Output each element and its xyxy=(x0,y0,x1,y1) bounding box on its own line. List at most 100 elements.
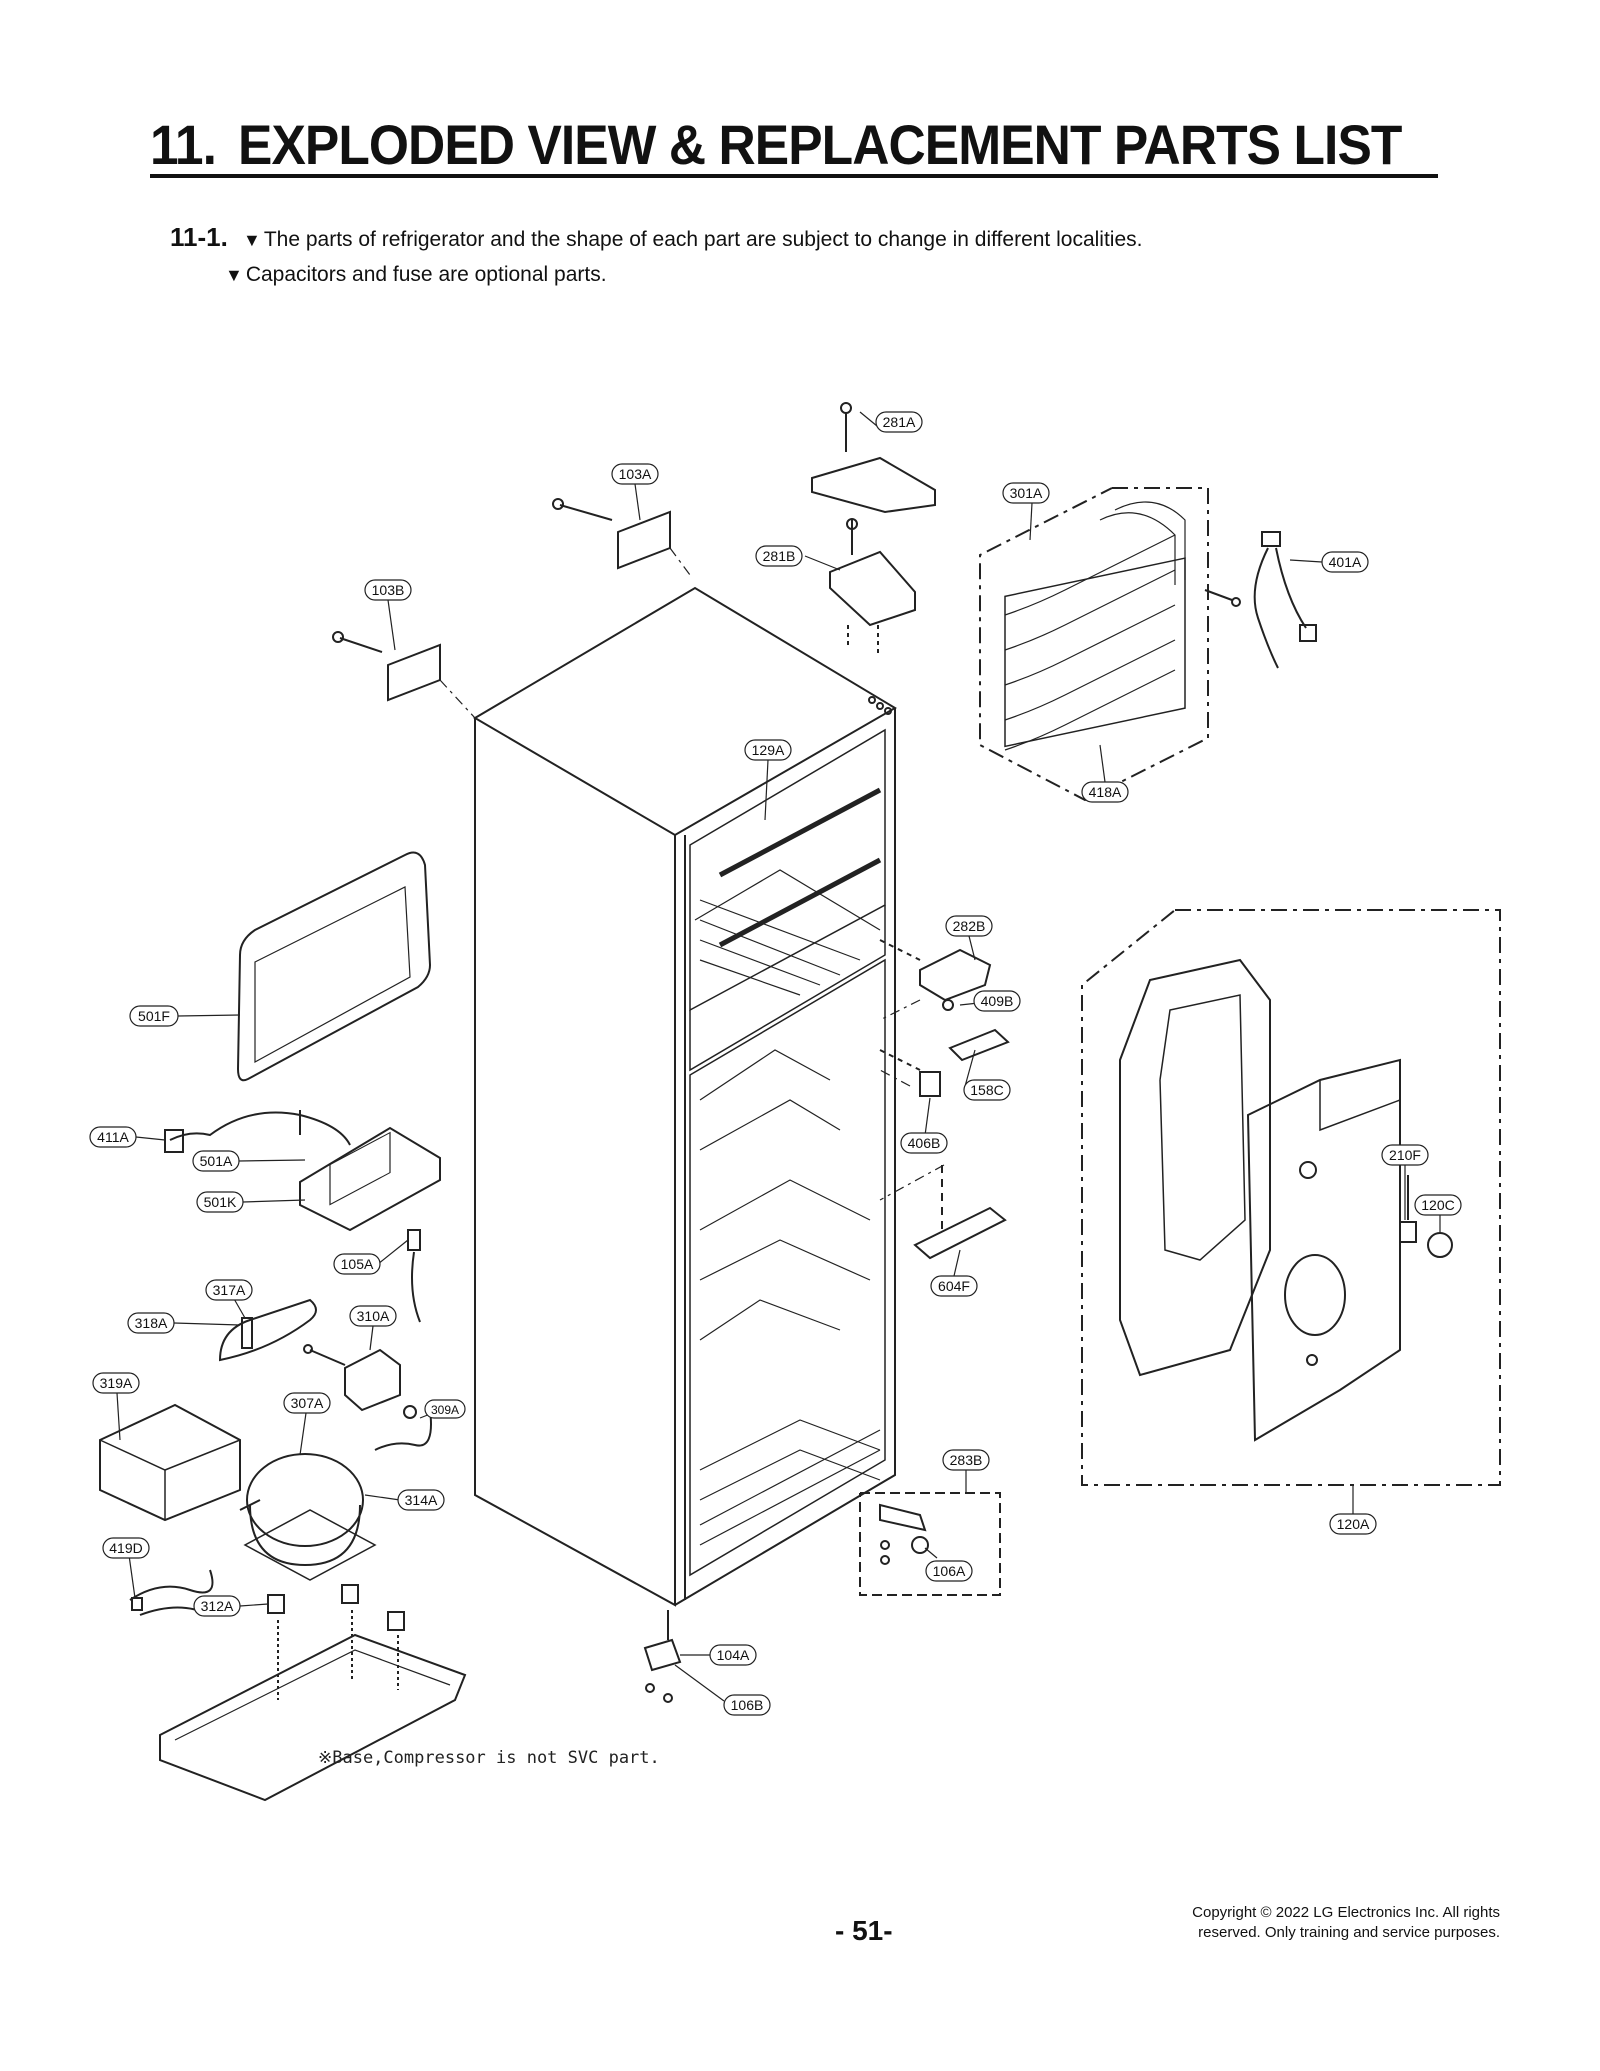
part-282b-shape xyxy=(879,939,992,1071)
callout-281a: 281A xyxy=(875,411,923,433)
callout-314a: 314A xyxy=(397,1489,445,1511)
callout-301a: 301A xyxy=(1002,482,1050,504)
svg-text:309A: 309A xyxy=(431,1403,459,1417)
callout-120a: 120A xyxy=(1329,1513,1377,1535)
callout-411a: 411A xyxy=(89,1126,137,1148)
copyright-line-1: Copyright © 2022 LG Electronics Inc. All… xyxy=(1192,1904,1500,1921)
svg-text:283B: 283B xyxy=(950,1452,983,1468)
callout-319a: 319A xyxy=(92,1372,140,1394)
note-text-1: The parts of refrigerator and the shape … xyxy=(263,228,1143,251)
part-318a-shape xyxy=(218,1298,317,1362)
part-283b-group xyxy=(859,1492,1001,1596)
part-307a-shape xyxy=(239,1453,377,1581)
part-158c-shape xyxy=(948,1028,1010,1062)
svg-text:604F: 604F xyxy=(938,1278,970,1294)
callout-103b: 103B xyxy=(364,579,412,601)
callout-310a: 310A xyxy=(349,1305,397,1327)
svg-text:105A: 105A xyxy=(341,1256,374,1272)
callout-501f: 501F xyxy=(129,1005,179,1027)
part-281b-shape xyxy=(829,518,916,655)
part-281a-shape xyxy=(811,402,936,514)
svg-text:318A: 318A xyxy=(135,1315,168,1331)
part-210f-shape xyxy=(1399,1175,1417,1243)
part-501f-shape xyxy=(236,851,432,1082)
subsection-number: 11-1. xyxy=(170,222,228,252)
note-line-1: ▼The parts of refrigerator and the shape… xyxy=(243,228,1142,252)
part-406b-shape xyxy=(919,1071,941,1097)
page-title: EXPLODED VIEW & REPLACEMENT PARTS LIST xyxy=(238,113,1402,176)
svg-text:129A: 129A xyxy=(752,742,785,758)
callout-106b: 106B xyxy=(723,1694,771,1716)
callout-501a: 501A xyxy=(192,1150,240,1172)
svg-text:314A: 314A xyxy=(405,1492,438,1508)
copyright-line-2: reserved. Only training and service purp… xyxy=(1198,1924,1500,1941)
callout-309a: 309A xyxy=(424,1399,466,1419)
svg-text:419D: 419D xyxy=(109,1540,142,1556)
callout-281b: 281B xyxy=(755,545,803,567)
svg-text:317A: 317A xyxy=(213,1282,246,1298)
page-number: - 51- xyxy=(835,1915,893,1946)
triangle-marker-icon: ▼ xyxy=(243,230,261,250)
callout-419d: 419D xyxy=(102,1537,150,1559)
callout-104a: 104A xyxy=(709,1644,757,1666)
callout-103a: 103A xyxy=(611,463,659,485)
callout-158c: 158C xyxy=(963,1079,1011,1101)
copyright-notice: Copyright © 2022 LG Electronics Inc. All… xyxy=(980,1903,1500,1943)
callout-409b: 409B xyxy=(973,990,1021,1012)
callout-406b: 406B xyxy=(900,1132,948,1154)
callout-282b: 282B xyxy=(945,915,993,937)
svg-text:103A: 103A xyxy=(619,466,652,482)
svg-text:158C: 158C xyxy=(970,1082,1003,1098)
triangle-marker-icon: ▼ xyxy=(225,265,243,285)
part-120c-shape xyxy=(1427,1232,1453,1258)
svg-text:103B: 103B xyxy=(372,582,405,598)
part-401a-shape xyxy=(1253,531,1317,669)
svg-text:418A: 418A xyxy=(1089,784,1122,800)
svg-text:501A: 501A xyxy=(200,1153,233,1169)
svg-text:210F: 210F xyxy=(1389,1147,1421,1163)
part-411a-shape xyxy=(164,1111,351,1153)
callout-317a: 317A xyxy=(205,1279,253,1301)
svg-text:312A: 312A xyxy=(201,1598,234,1614)
callout-418a: 418A xyxy=(1081,781,1129,803)
part-310a-shape xyxy=(303,1344,401,1412)
callout-106a: 106A xyxy=(925,1560,973,1582)
part-312a-shape xyxy=(267,1584,405,1631)
refrigerator-cabinet xyxy=(473,586,897,1607)
callout-105a: 105A xyxy=(333,1253,381,1275)
svg-text:106B: 106B xyxy=(731,1697,764,1713)
part-309a-shape xyxy=(374,1405,432,1451)
part-120a-group xyxy=(1081,909,1501,1486)
note-text-2: Capacitors and fuse are optional parts. xyxy=(245,263,607,286)
callout-312a: 312A xyxy=(193,1595,241,1617)
callout-120c: 120C xyxy=(1414,1194,1462,1216)
note-line-2: ▼Capacitors and fuse are optional parts. xyxy=(225,263,607,287)
svg-text:307A: 307A xyxy=(291,1395,324,1411)
svg-text:401A: 401A xyxy=(1329,554,1362,570)
svg-text:120C: 120C xyxy=(1421,1197,1454,1213)
part-319a-shape xyxy=(99,1403,241,1522)
title-underline xyxy=(150,174,1438,178)
svg-text:104A: 104A xyxy=(717,1647,750,1663)
svg-text:411A: 411A xyxy=(97,1129,129,1145)
svg-text:282B: 282B xyxy=(953,918,986,934)
callout-604f: 604F xyxy=(930,1275,978,1297)
svg-text:409B: 409B xyxy=(981,993,1014,1009)
part-evaporator-group xyxy=(979,487,1241,802)
callout-129a: 129A xyxy=(744,739,792,761)
callout-210f: 210F xyxy=(1381,1144,1429,1166)
part-104a-shape xyxy=(643,1610,682,1703)
callout-401a: 401A xyxy=(1321,551,1369,573)
callout-283b: 283B xyxy=(942,1449,990,1471)
part-base-plate-shape xyxy=(159,1610,467,1802)
svg-text:301A: 301A xyxy=(1010,485,1043,501)
svg-text:501F: 501F xyxy=(138,1008,170,1024)
callout-318a: 318A xyxy=(127,1312,175,1334)
svg-text:281B: 281B xyxy=(763,548,796,564)
section-number: 11. xyxy=(150,113,217,176)
svg-text:281A: 281A xyxy=(883,414,916,430)
svg-text:319A: 319A xyxy=(100,1375,133,1391)
svg-text:501K: 501K xyxy=(204,1194,237,1210)
